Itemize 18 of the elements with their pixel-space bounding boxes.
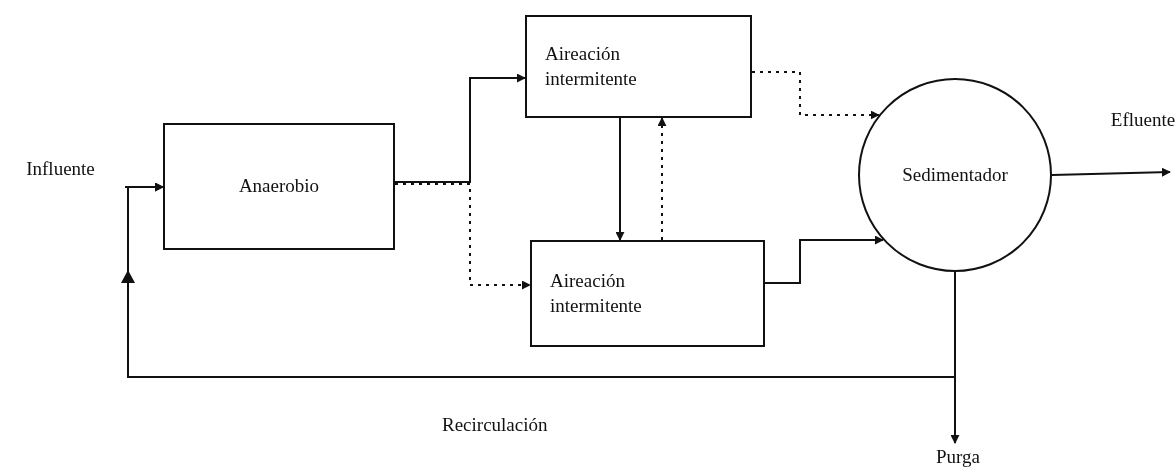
dotted-arrow (657, 117, 667, 241)
dotted-arrow (751, 71, 880, 120)
process-box (525, 15, 752, 118)
input-label: Influente (26, 156, 95, 181)
output-label: Efluente (1110, 108, 1176, 132)
arrow (127, 182, 956, 378)
arrow (1051, 167, 1171, 177)
node-label: Aireación intermitente (545, 41, 638, 91)
output-label: Purga (936, 444, 980, 469)
process-box (530, 240, 765, 347)
node-label: Sedimentador (902, 162, 1008, 187)
arrow (615, 117, 625, 241)
dotted-arrow (394, 183, 531, 290)
node-label: Aireación intermitente (550, 268, 643, 318)
arrow (394, 73, 526, 183)
process-box (163, 123, 395, 250)
arrow (764, 235, 884, 284)
node-label: Anaerobio (238, 174, 320, 199)
